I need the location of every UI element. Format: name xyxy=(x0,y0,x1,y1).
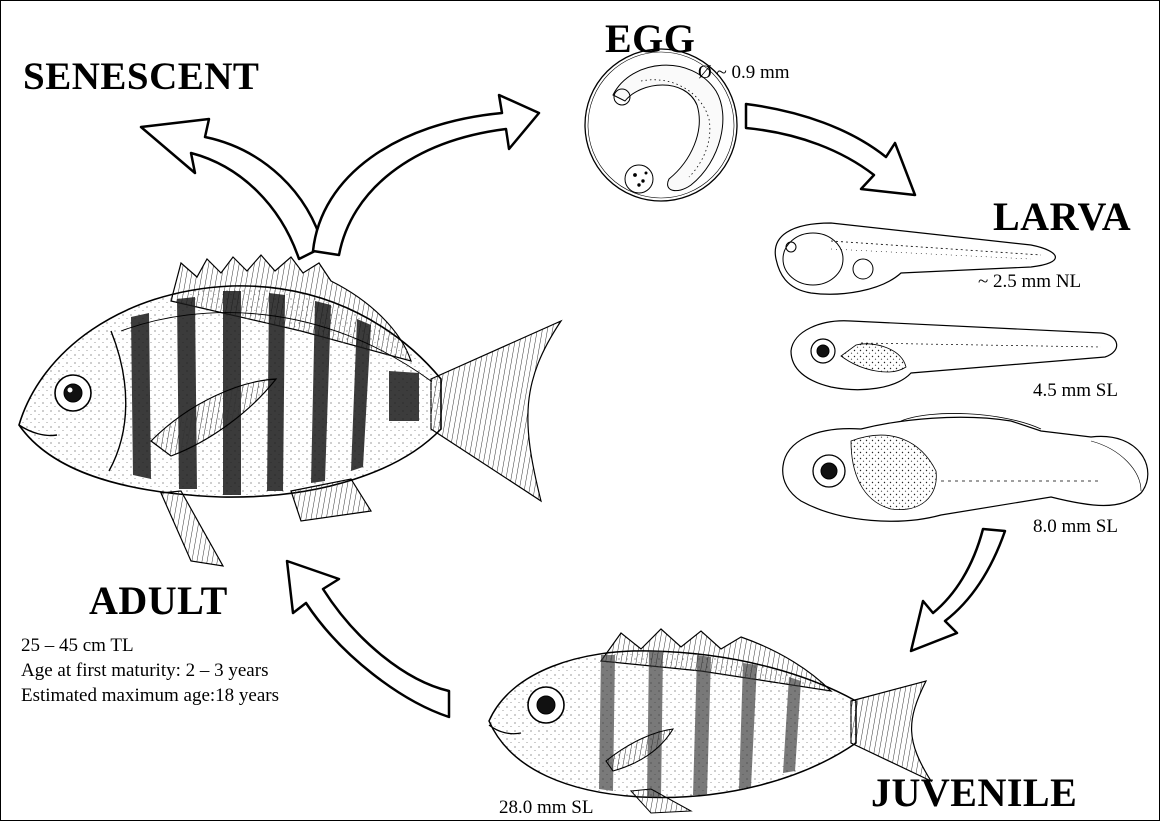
adult-maturity-age: Age at first maturity: 2 – 3 years xyxy=(21,658,279,683)
juvenile-size-label: 28.0 mm SL xyxy=(499,798,593,817)
adult-info: 25 – 45 cm TL Age at first maturity: 2 –… xyxy=(21,633,279,708)
arrow-egg-to-larva xyxy=(746,104,915,195)
juvenile-fish-illustration xyxy=(489,629,931,813)
larva-3-size-label: 8.0 mm SL xyxy=(1033,517,1118,536)
larva-label: LARVA xyxy=(993,197,1131,237)
egg-label: EGG xyxy=(605,19,695,59)
larva-1-size-label: ~ 2.5 mm NL xyxy=(978,272,1081,291)
juvenile-label: JUVENILE xyxy=(871,773,1077,813)
adult-fish-illustration xyxy=(19,255,561,566)
arrow-larva-to-juvenile xyxy=(911,529,1005,651)
adult-label: ADULT xyxy=(89,581,228,621)
arrow-juvenile-to-adult xyxy=(287,561,449,717)
larva-2-size-label: 4.5 mm SL xyxy=(1033,381,1118,400)
senescent-label: SENESCENT xyxy=(23,57,259,96)
adult-max-age: Estimated maximum age:18 years xyxy=(21,683,279,708)
arrow-adult-to-egg xyxy=(313,95,539,255)
larva-illustration-3 xyxy=(783,413,1148,521)
adult-length: 25 – 45 cm TL xyxy=(21,633,279,658)
arrow-adult-to-senescent xyxy=(141,119,323,259)
egg-diameter-label: Ø ~ 0.9 mm xyxy=(698,63,790,82)
